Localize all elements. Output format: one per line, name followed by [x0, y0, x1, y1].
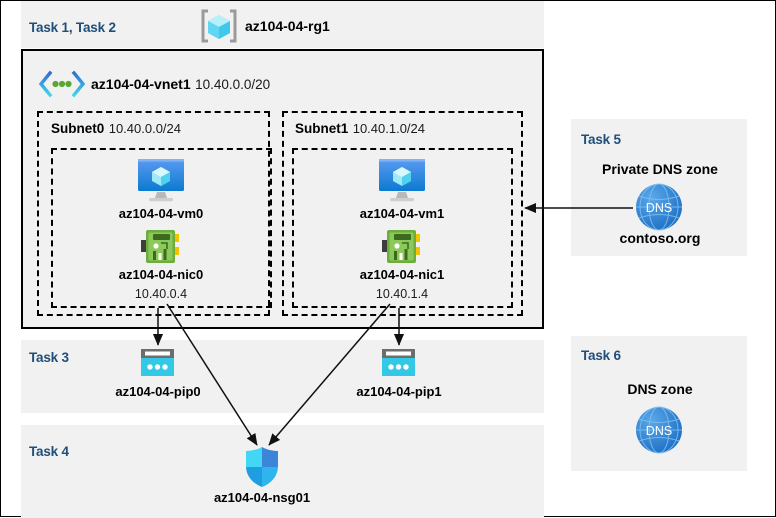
network-interface-icon[interactable]: [141, 229, 182, 265]
task-label-6: Task 6: [581, 348, 621, 363]
subnet-1-resources: [292, 148, 513, 308]
private-dns-zone-heading: Private DNS zone: [602, 161, 718, 177]
public-ip-address-icon[interactable]: [140, 348, 175, 377]
resource-group-name: az104-04-rg1: [245, 18, 330, 34]
virtual-network-icon: [38, 70, 86, 98]
subnet-1-name: Subnet1: [295, 121, 349, 136]
vm-0-label: az104-04-vm0: [118, 206, 204, 221]
resource-group-panel: [21, 1, 544, 48]
dns-icon-text: DNS: [646, 424, 672, 438]
pip-1-label: az104-04-pip1: [356, 384, 442, 399]
resource-group-icon: [201, 9, 237, 43]
subnet-1-cidr: 10.40.1.0/24: [352, 121, 426, 136]
network-security-group-icon[interactable]: [244, 446, 280, 488]
nic-1-label: az104-04-nic1: [359, 267, 445, 282]
pip-0-label: az104-04-pip0: [115, 384, 201, 399]
public-ip-address-icon[interactable]: [381, 348, 416, 377]
vnet-title: az104-04-vnet1 10.40.0.0/20: [91, 76, 270, 94]
virtual-machine-icon[interactable]: [376, 158, 428, 202]
subnet-0-container: [37, 111, 270, 316]
dns-zone-icon[interactable]: DNS: [635, 183, 683, 231]
dns-zone-icon[interactable]: DNS: [635, 406, 683, 454]
task-3-panel: [21, 340, 544, 413]
subnet-0-resources: [51, 148, 272, 308]
nsg-label: az104-04-nsg01: [213, 490, 311, 505]
subnet-1-container: [282, 111, 523, 316]
nic-1-ip: 10.40.1.4: [375, 287, 429, 301]
network-interface-icon[interactable]: [382, 229, 423, 265]
subnet-0-name: Subnet0: [51, 121, 105, 136]
dns-icon-text: DNS: [646, 201, 672, 215]
task-label-4: Task 4: [29, 444, 69, 459]
private-dns-zone-name: contoso.org: [619, 230, 701, 246]
vnet-cidr: 10.40.0.0/20: [195, 77, 271, 92]
subnet-1-title: Subnet1 10.40.1.0/24: [295, 120, 425, 138]
nic-0-label: az104-04-nic0: [118, 267, 204, 282]
subnet-0-title: Subnet0 10.40.0.0/24: [51, 120, 181, 138]
task-label-5: Task 5: [581, 132, 621, 147]
task-label-1-2: Task 1, Task 2: [29, 20, 116, 35]
subnet-0-cidr: 10.40.0.0/24: [108, 121, 182, 136]
task-label-3: Task 3: [29, 350, 69, 365]
vnet-name: az104-04-vnet1: [91, 76, 191, 92]
vm-1-label: az104-04-vm1: [359, 206, 445, 221]
dns-zone-heading: DNS zone: [627, 381, 693, 397]
virtual-machine-icon[interactable]: [135, 158, 187, 202]
nic-0-ip: 10.40.0.4: [134, 287, 188, 301]
